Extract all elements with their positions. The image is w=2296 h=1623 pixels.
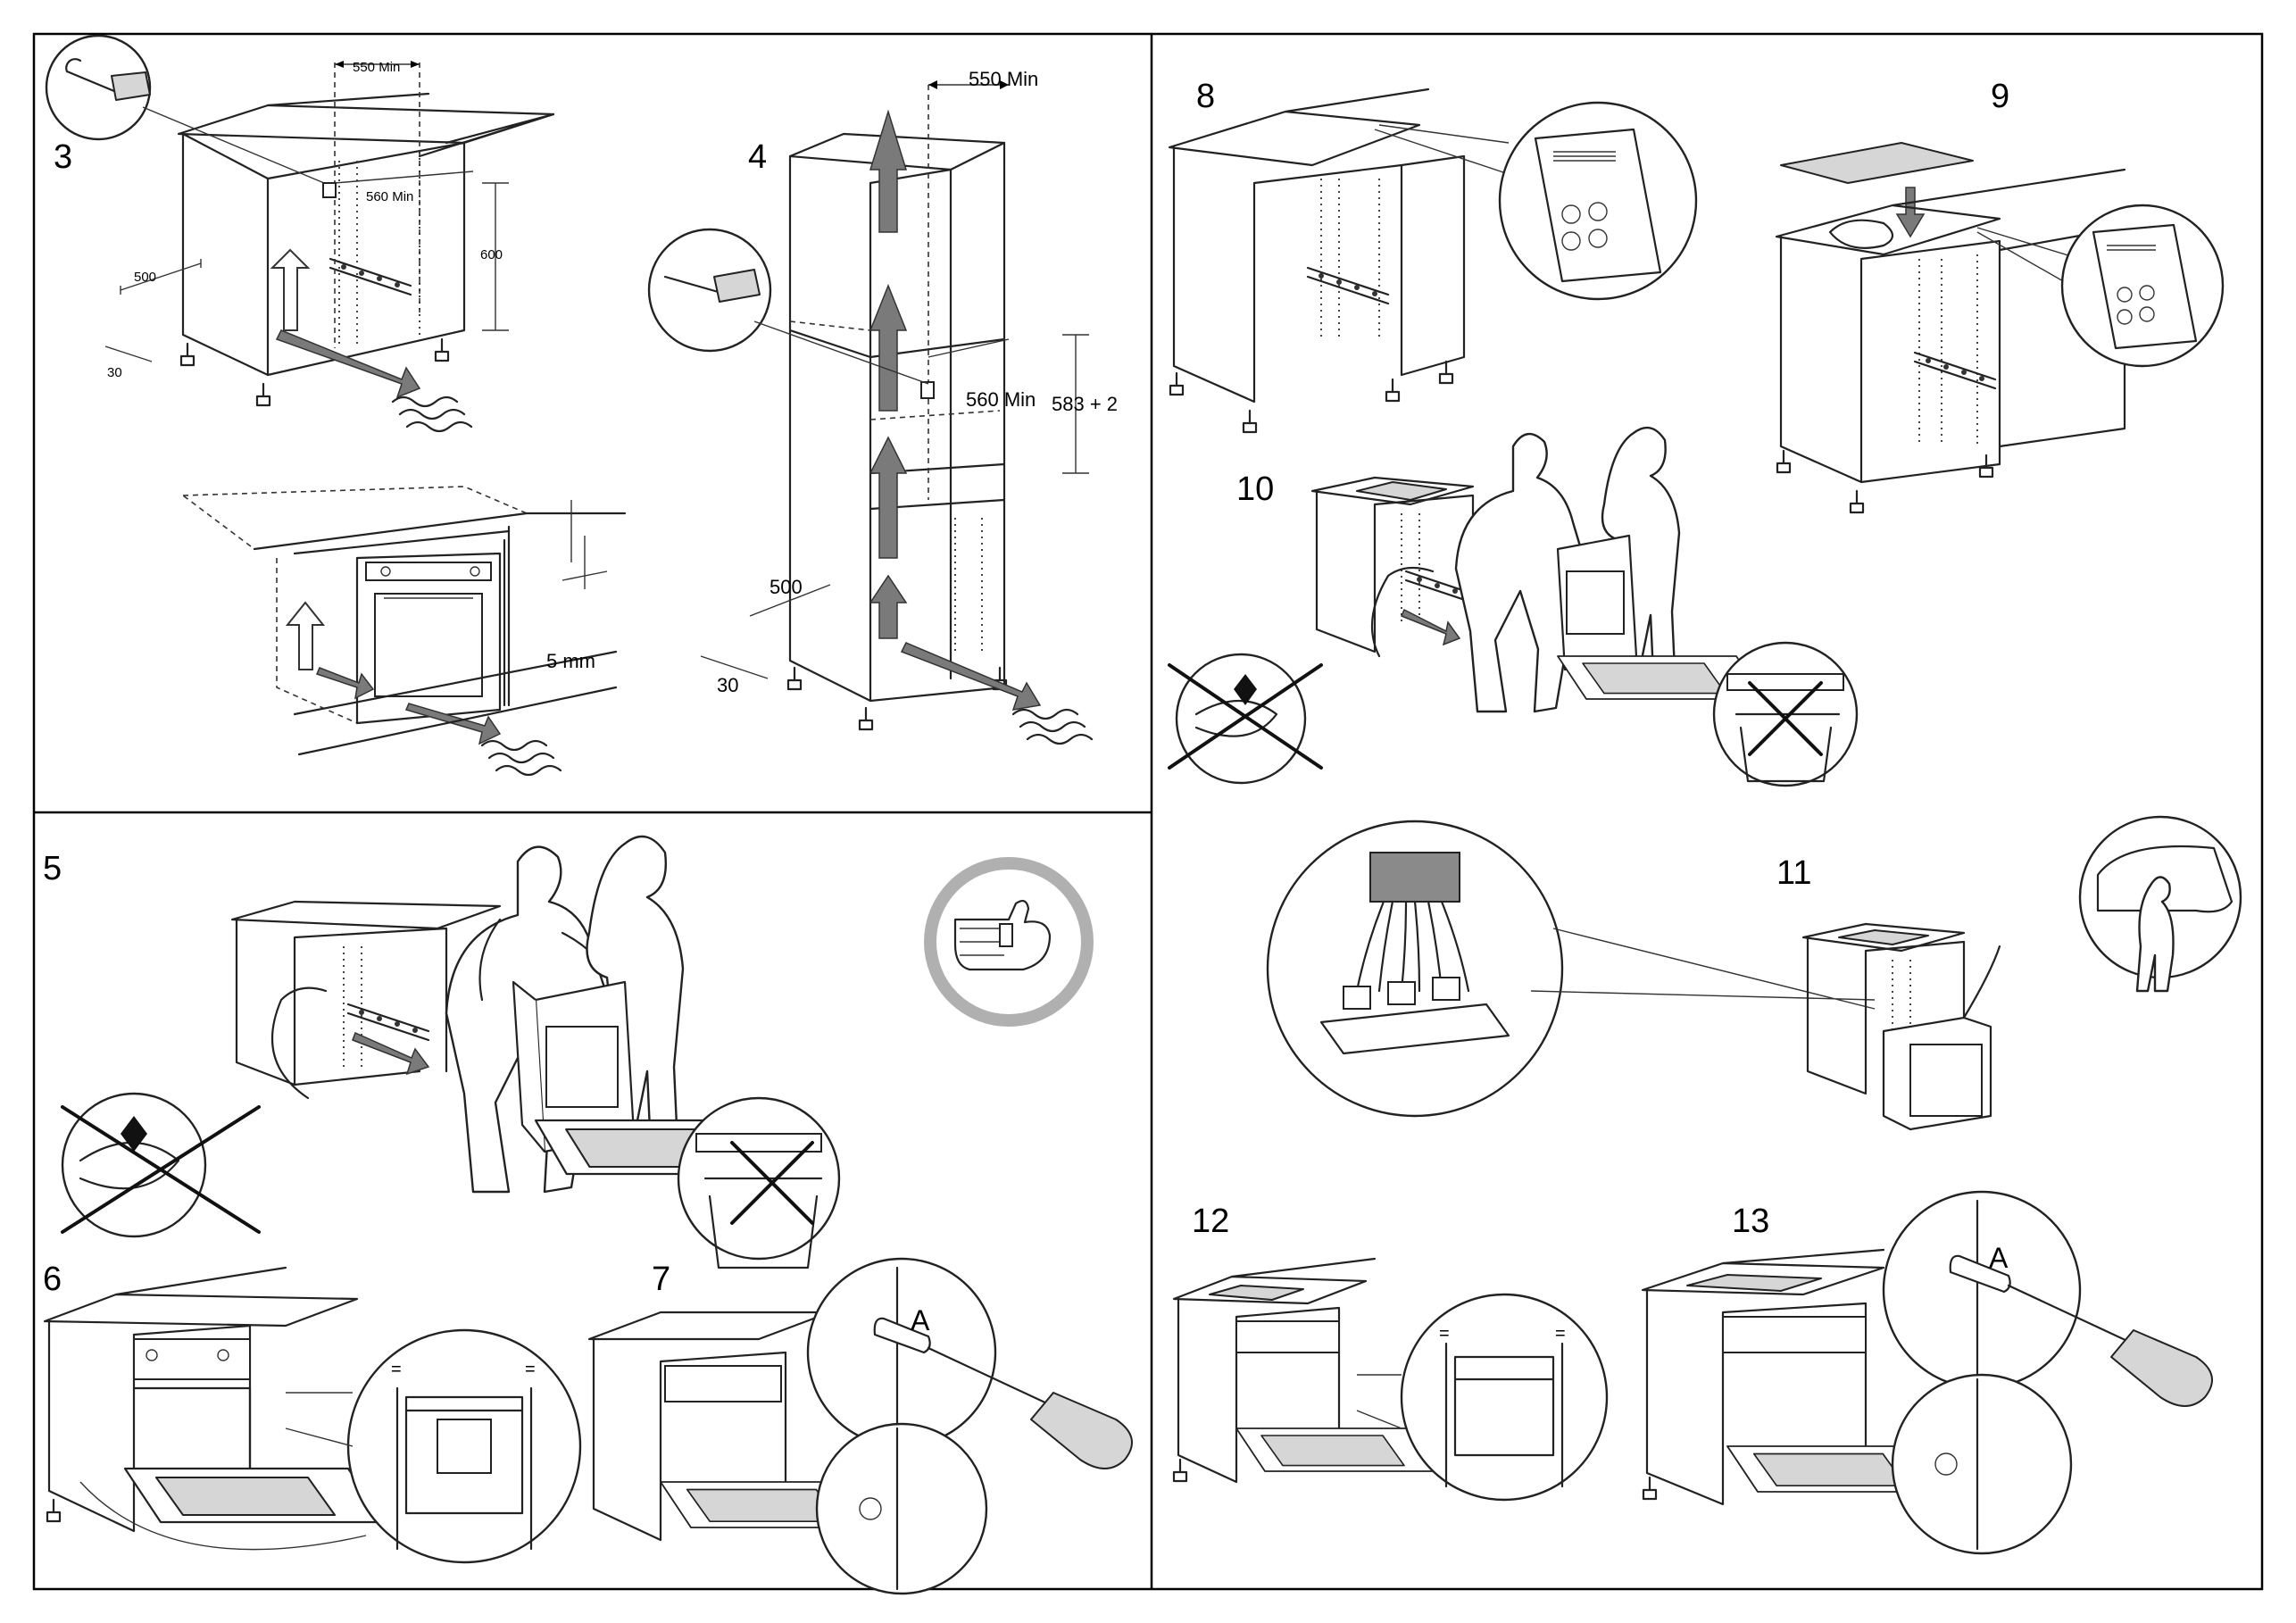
dim4-30: 30 bbox=[717, 674, 738, 696]
dim-560min: 560 Min bbox=[366, 189, 413, 204]
step-11-electrical-connection: 11 bbox=[1268, 817, 2241, 1129]
dim-5mm: 5 mm bbox=[546, 650, 595, 672]
step-number-3: 3 bbox=[54, 138, 72, 176]
worktop bbox=[179, 105, 553, 143]
step-8-cabinet-with-hob-manual: 8 bbox=[1169, 78, 1696, 432]
step-9-fit-hob-in-worktop: 9 bbox=[1776, 78, 2223, 512]
hob-panel bbox=[1781, 143, 1973, 183]
dim4-550min: 550 Min bbox=[969, 68, 1038, 90]
equal-gap-inset-12 bbox=[1402, 1294, 1607, 1500]
step-5-lifting-oven-into-cabinet: 5 bbox=[43, 836, 1087, 1268]
dim4-500: 500 bbox=[769, 576, 803, 598]
screw-A-inset-13 bbox=[1884, 1192, 2080, 1388]
step-number-4: 4 bbox=[748, 138, 767, 176]
dim-600: 600 bbox=[480, 247, 503, 262]
dim-30: 30 bbox=[107, 365, 122, 380]
step-number-9: 9 bbox=[1991, 78, 2009, 115]
screw-label-A: A bbox=[911, 1304, 930, 1336]
screw-cap-inset bbox=[817, 1424, 986, 1594]
airflow-up-arrow bbox=[272, 250, 308, 330]
step-number-8: 8 bbox=[1196, 78, 1215, 115]
screw-cap-inset-13 bbox=[1893, 1375, 2071, 1553]
step-number-6: 6 bbox=[43, 1261, 62, 1298]
step-number-7: 7 bbox=[652, 1261, 670, 1298]
svg-text:=: = bbox=[391, 1360, 402, 1379]
step-13-screw-oven-under-hob: 13 A bbox=[1643, 1192, 2212, 1553]
dim-500: 500 bbox=[134, 270, 156, 285]
svg-text:=: = bbox=[1555, 1324, 1566, 1344]
step-7-screw-oven: 7 A bbox=[589, 1259, 1132, 1594]
screw-A-inset bbox=[808, 1259, 995, 1446]
dim4-560min: 560 Min bbox=[966, 388, 1036, 411]
step-6-check-equal-gaps: 6 = = bbox=[43, 1261, 580, 1562]
dim4-583: 583 + 2 bbox=[1052, 393, 1118, 415]
step-number-13: 13 bbox=[1732, 1203, 1769, 1240]
dim-550min: 550 Min bbox=[353, 60, 400, 75]
svg-text:=: = bbox=[1439, 1324, 1450, 1344]
no-cable-trap-inset bbox=[62, 1094, 205, 1236]
step-number-12: 12 bbox=[1192, 1203, 1229, 1240]
svg-text:=: = bbox=[525, 1360, 536, 1379]
step-10-lifting-oven-under-hob: 10 bbox=[1169, 428, 1857, 786]
step-4-tall-cabinet-dimensions: 4 550 Min 560 Min 583 + 2 500 30 bbox=[649, 68, 1118, 744]
step-3-oven-installed-under-worktop: 5 mm bbox=[183, 487, 625, 775]
step-number-10: 10 bbox=[1236, 470, 1274, 508]
step-12-check-gaps-under-hob: 12 = = bbox=[1174, 1203, 1607, 1500]
step-number-5: 5 bbox=[43, 850, 62, 887]
airflow-up-arrows bbox=[870, 112, 906, 638]
screw-label-A-13: A bbox=[1989, 1242, 2009, 1274]
step-3-cabinet-dimensions: 3 550 Min 560 Min 600 500 30 bbox=[46, 36, 553, 431]
step-number-11: 11 bbox=[1776, 854, 1811, 892]
